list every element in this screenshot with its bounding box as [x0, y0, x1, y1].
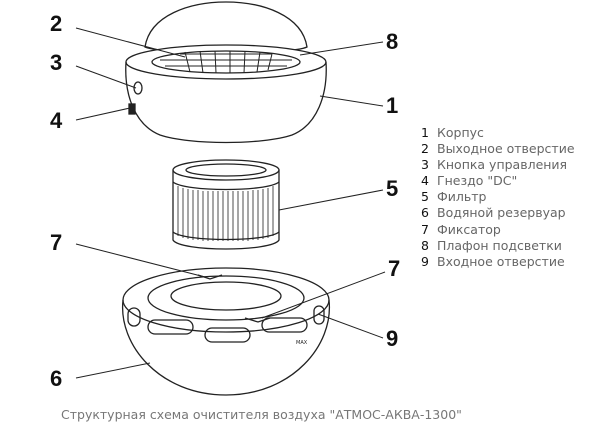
callout-7-right: 7	[388, 256, 401, 281]
filter-pleats	[177, 186, 274, 241]
legend-number: 7	[421, 221, 429, 237]
filter-top	[172, 159, 280, 181]
legend-number: 2	[421, 141, 429, 157]
legend-number: 1	[421, 125, 429, 140]
legend-label: Кнопка управления	[437, 157, 568, 173]
legend-item: 3 Кнопка управления	[421, 157, 575, 173]
legend-label: Плафон подсветки	[437, 237, 562, 253]
callout-9: 9	[386, 326, 399, 351]
legend-label: Корпус	[437, 125, 484, 140]
outlet-grille	[160, 50, 292, 74]
legend-label: Фиксатор	[437, 221, 501, 237]
control-button	[133, 81, 143, 95]
diagram-caption: Структурная схема очистителя воздуха "АТ…	[61, 407, 462, 422]
legend-number: 3	[421, 157, 429, 173]
legend-item: 6 Водяной резервуар	[421, 205, 575, 221]
inlet-slots	[127, 305, 325, 343]
reservoir-rim	[122, 267, 330, 333]
callout-8: 8	[386, 29, 399, 54]
legend-label: Фильтр	[437, 189, 487, 205]
callout-4: 4	[50, 108, 63, 133]
callout-2: 2	[50, 11, 63, 36]
legend-item: 1 Корпус	[421, 125, 575, 141]
callout-1: 1	[386, 93, 399, 118]
legend-number: 6	[421, 205, 429, 221]
max-mark: MAX	[296, 340, 308, 346]
callout-6: 6	[50, 366, 63, 391]
legend-number: 5	[421, 189, 429, 205]
legend-item: 4 Гнездо "DC"	[421, 173, 575, 189]
legend-label: Водяной резервуар	[437, 205, 566, 221]
legend-label: Входное отверстие	[437, 253, 565, 269]
legend-number: 8	[421, 237, 429, 253]
callout-3: 3	[50, 50, 63, 75]
dc-socket	[128, 103, 136, 115]
legend-item: 2 Выходное отверстие	[421, 141, 575, 157]
body-top-rim	[125, 44, 327, 80]
legend-label: Выходное отверстие	[437, 141, 575, 157]
legend-label: Гнездо "DC"	[437, 173, 518, 189]
legend-item: 7 Фиксатор	[421, 222, 575, 238]
callout-7-left: 7	[50, 230, 63, 255]
filter-body	[172, 170, 280, 250]
reservoir-bowl	[121, 299, 331, 396]
callout-5: 5	[386, 176, 399, 201]
latch	[244, 317, 271, 323]
parts-legend: 1 Корпус 2 Выходное отверстие 3 Кнопка упра…	[421, 125, 575, 270]
legend-item: 8 Плафон подсветки	[421, 238, 575, 254]
legend-item: 9 Входное отверстие	[421, 254, 575, 270]
leader-lines	[75, 27, 386, 379]
legend-item: 5 Фильтр	[421, 189, 575, 205]
legend-number: 9	[421, 253, 429, 269]
legend-number: 4	[421, 173, 429, 189]
